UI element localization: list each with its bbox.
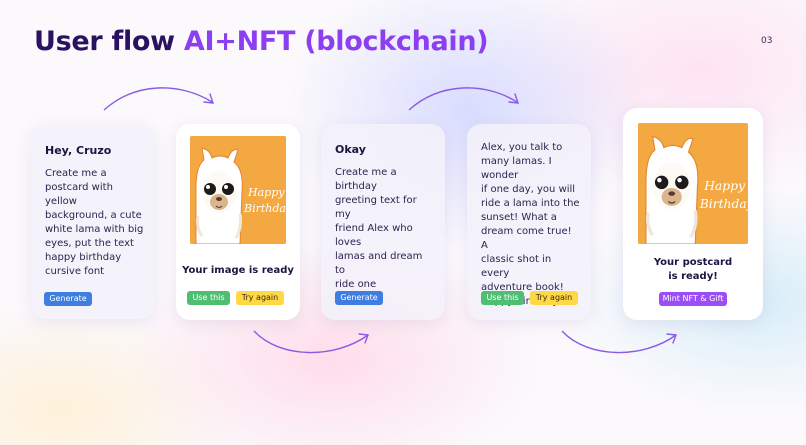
postcard-image: Happy Birthday	[638, 123, 748, 244]
title-accent: AI+NFT (blockchain)	[183, 26, 489, 57]
image-ready-label: Your image is ready	[182, 265, 294, 276]
title-main: User flow	[34, 26, 184, 57]
use-this-button[interactable]: Use this	[187, 291, 230, 305]
step-card-prompt: Hey, Cruzo Create me a postcard with yel…	[31, 125, 154, 319]
postcard-happy-text: Happy	[703, 179, 746, 193]
step-card-text-prompt: Okay Create me a birthday greeting text …	[321, 124, 445, 320]
greeting-text: Alex, you talk to many lamas. I wonder i…	[481, 142, 580, 307]
step-heading: Okay	[335, 143, 366, 156]
postcard-birthday-text: Birthday	[699, 197, 748, 211]
llama-illustration-icon: Happy Birthday	[190, 136, 286, 244]
step-text: Create me a birthday greeting text for m…	[335, 167, 423, 290]
step-card-image: Happy Birthday Your image is ready Use t…	[176, 124, 300, 320]
step-heading: Hey, Cruzo	[45, 144, 112, 157]
try-again-button[interactable]: Try again	[236, 291, 284, 305]
flow-arrow-icon	[561, 330, 677, 354]
step-text: Create me a postcard with yellow backgro…	[45, 168, 144, 277]
postcard-birthday-text: Birthday	[243, 202, 286, 215]
generate-button[interactable]: Generate	[44, 292, 92, 306]
mint-nft-gift-button[interactable]: Mint NFT & Gift	[659, 292, 727, 306]
try-again-button[interactable]: Try again	[530, 291, 578, 305]
flow-arrow-icon	[408, 87, 520, 111]
step-card-greeting: Alex, you talk to many lamas. I wonder i…	[467, 124, 591, 320]
flow-arrow-icon	[253, 330, 369, 354]
postcard-ready-label: Your postcard is ready!	[653, 257, 733, 282]
llama-illustration-icon: Happy Birthday	[639, 123, 748, 244]
generate-button[interactable]: Generate	[335, 291, 383, 305]
page-title: User flow AI+NFT (blockchain)	[34, 26, 489, 57]
postcard-image: Happy Birthday	[190, 136, 286, 244]
page-number: 03	[761, 36, 773, 46]
step-card-postcard: Happy Birthday Your postcard is ready! M…	[623, 108, 763, 320]
postcard-happy-text: Happy	[247, 186, 285, 199]
use-this-button[interactable]: Use this	[481, 291, 524, 305]
flow-arrow-icon	[103, 87, 215, 111]
